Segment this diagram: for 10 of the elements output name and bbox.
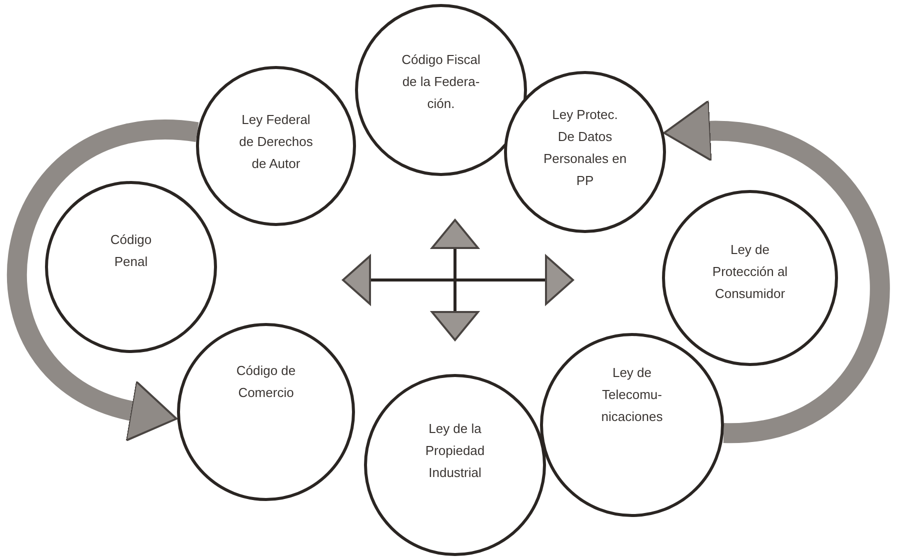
circle-text: Ley Protec. De Datos Personales en PP bbox=[543, 106, 627, 190]
circle-text: Ley de Protección al Consumidor bbox=[711, 241, 789, 303]
circle-text: Código Fiscal de la Federa- ción. bbox=[401, 51, 481, 113]
curved-arrow bbox=[7, 120, 198, 440]
circle-text: Ley de la Propiedad Industrial bbox=[424, 420, 486, 482]
circle-text: Código Penal bbox=[109, 231, 153, 271]
circle-text: Código de Comercio bbox=[235, 362, 297, 402]
curved-arrow bbox=[663, 100, 890, 443]
circle-text: Ley de Telecomu- nicaciones bbox=[600, 364, 664, 426]
circle-text: Ley Federal de Derechos de Autor bbox=[239, 111, 313, 173]
